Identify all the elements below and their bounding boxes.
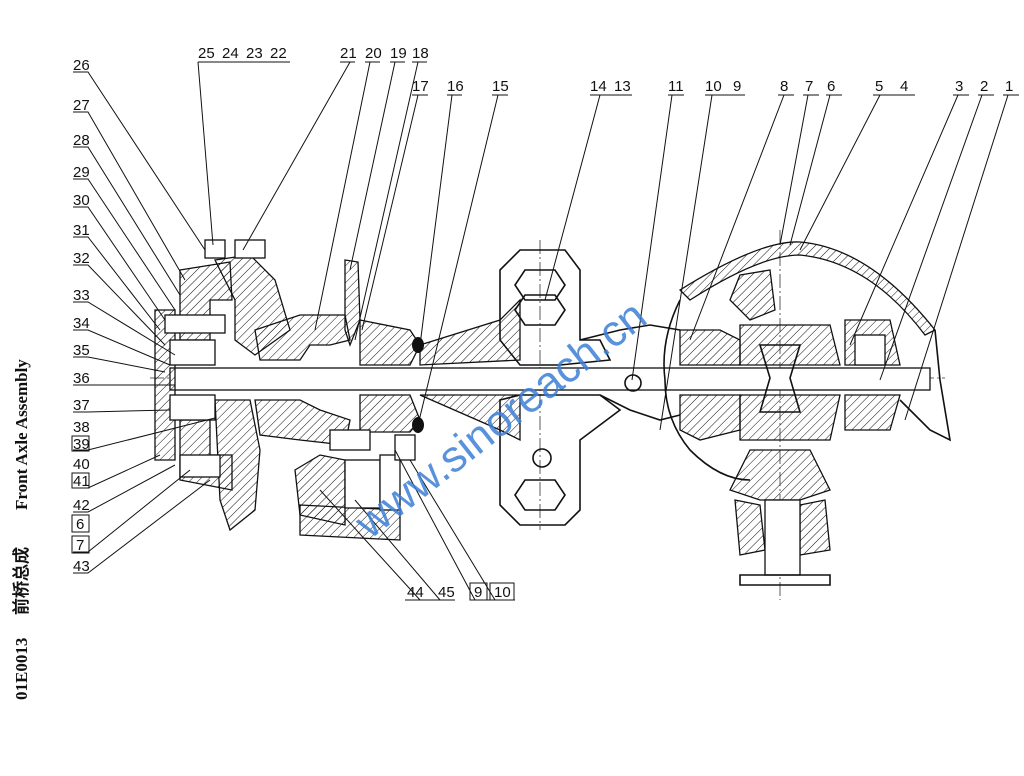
part-label: 10 (494, 584, 511, 601)
wheel-hub (154, 239, 291, 532)
part-label: 45 (438, 584, 455, 601)
part-label: 10 (705, 78, 722, 95)
part-label: 7 (76, 537, 84, 554)
part-label: 31 (73, 222, 90, 239)
part-labels-top: 25 24 23 22 21 20 19 18 17 16 15 14 13 1… (198, 45, 1013, 95)
part-label: 6 (76, 516, 84, 533)
part-label: 19 (390, 45, 407, 62)
part-label: 40 (73, 456, 90, 473)
part-labels-left: 26 27 28 29 30 31 32 33 34 35 36 37 38 3… (71, 57, 90, 575)
part-label: 41 (73, 473, 90, 490)
part-label: 22 (270, 45, 287, 62)
part-label: 16 (447, 78, 464, 95)
part-label: 28 (73, 132, 90, 149)
part-label: 9 (474, 584, 482, 601)
leader-lines (73, 61, 1019, 601)
part-label: 18 (412, 45, 429, 62)
part-label: 30 (73, 192, 90, 209)
part-label: 34 (73, 315, 90, 332)
part-label: 43 (73, 558, 90, 575)
part-label: 25 (198, 45, 215, 62)
part-label: 11 (668, 78, 684, 95)
differential-housing (663, 241, 952, 481)
steering-knuckle (499, 249, 681, 526)
part-label: 9 (733, 78, 741, 95)
axle-housing-left (254, 259, 521, 446)
part-label: 3 (955, 78, 963, 95)
part-label: 39 (73, 436, 90, 453)
part-label: 24 (222, 45, 239, 62)
part-label: 35 (73, 342, 90, 359)
drawing-title-chinese: 前桥总成 (11, 547, 31, 615)
part-label: 32 (73, 250, 90, 267)
drawing-title-english: Front Axle Assembly (12, 359, 31, 510)
drawing-code: 01E0013 (12, 638, 31, 700)
part-label: 38 (73, 419, 90, 436)
part-label: 44 (407, 584, 424, 601)
part-label: 8 (780, 78, 788, 95)
part-label: 7 (805, 78, 813, 95)
part-label: 6 (827, 78, 835, 95)
part-label: 17 (412, 78, 429, 95)
part-label: 37 (73, 397, 90, 414)
part-labels-bottom: 44 45 9 10 (407, 582, 515, 601)
part-label: 13 (614, 78, 631, 95)
part-label: 5 (875, 78, 883, 95)
part-label: 21 (340, 45, 357, 62)
pinion-assembly (729, 449, 831, 586)
part-label: 14 (590, 78, 607, 95)
part-label: 26 (73, 57, 90, 74)
part-label: 1 (1005, 78, 1013, 95)
part-label: 4 (900, 78, 908, 95)
part-label: 15 (492, 78, 509, 95)
part-label: 33 (73, 287, 90, 304)
part-label: 20 (365, 45, 382, 62)
part-label: 42 (73, 497, 90, 514)
part-label: 2 (980, 78, 988, 95)
part-label: 29 (73, 164, 90, 181)
drawing-title: 01E0013 前桥总成 Front Axle Assembly (11, 359, 31, 700)
part-label: 27 (73, 97, 90, 114)
part-label: 23 (246, 45, 263, 62)
part-label: 36 (73, 370, 90, 387)
